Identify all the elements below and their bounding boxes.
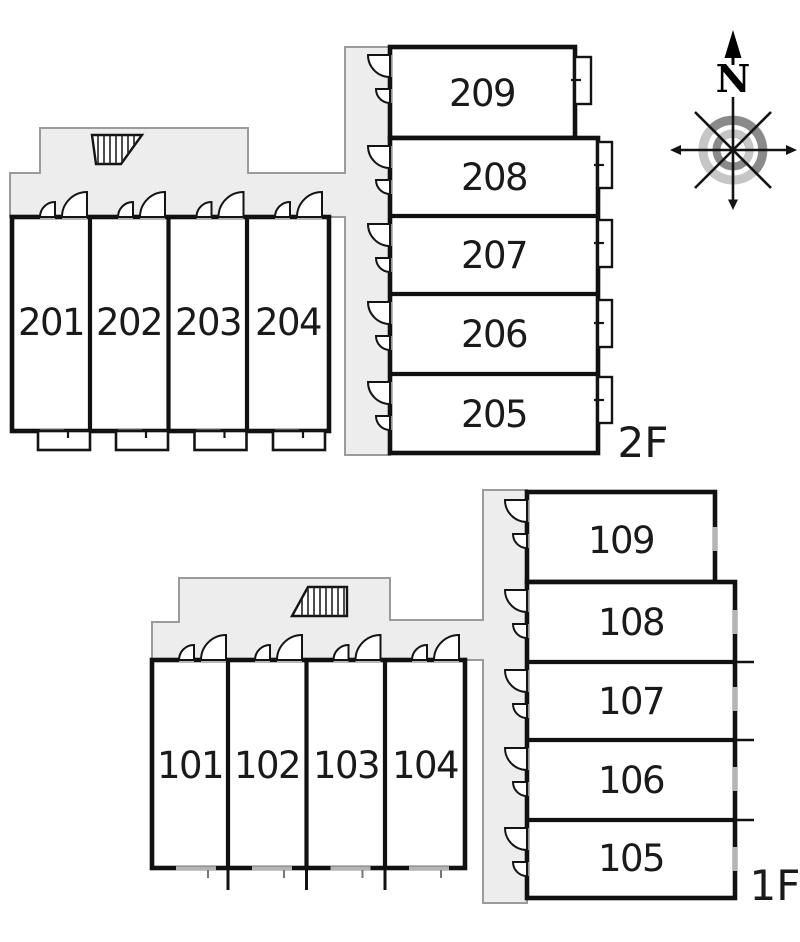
unit-label-101: 101 — [157, 744, 223, 787]
door-arc-icon — [366, 381, 391, 406]
door-arc-icon — [275, 633, 303, 661]
doors-1f-right — [503, 499, 529, 878]
unit-label-201: 201 — [18, 301, 84, 344]
unit-label-205: 205 — [461, 393, 527, 436]
unit-label-107: 107 — [598, 680, 664, 723]
floor-2f: 201 202 203 204 — [9, 44, 669, 467]
door-arc-icon — [199, 633, 227, 661]
balcony-tab — [271, 429, 327, 452]
door-arc-icon — [354, 633, 382, 661]
block-2f-right: 209 208 207 206 205 — [366, 44, 614, 456]
windows-1f-bottom — [176, 866, 449, 878]
unit-label-203: 203 — [175, 301, 241, 344]
door-arc-icon — [503, 589, 528, 614]
door-arc-icon — [366, 301, 391, 326]
unit-label-209: 209 — [449, 72, 515, 115]
window-tabs-2f — [571, 55, 614, 425]
block-2f-left: 201 202 203 204 — [9, 190, 332, 452]
block-1f-right: 109 108 107 106 105 — [503, 489, 754, 901]
door-arc-icon — [366, 145, 391, 170]
unit-label-105: 105 — [598, 837, 664, 880]
door-arc-icon — [374, 335, 391, 352]
unit-label-102: 102 — [234, 744, 300, 787]
door-arc-icon — [366, 223, 391, 248]
door-arc-icon — [511, 781, 528, 798]
door-arc-icon — [511, 861, 528, 878]
balcony-tab — [114, 429, 170, 452]
floor-label-1f: 1F — [750, 861, 800, 910]
corridor-1f — [151, 489, 528, 904]
door-arc-icon — [374, 257, 391, 274]
unit-label-207: 207 — [461, 234, 527, 277]
door-arc-icon — [295, 190, 323, 218]
door-arc-icon — [374, 179, 391, 196]
compass-rose-icon — [670, 97, 797, 210]
door-arc-icon — [511, 533, 528, 550]
doors-2f-left — [38, 190, 323, 219]
door-arc-icon — [273, 200, 291, 218]
floor-1f: 101 102 103 104 — [149, 489, 800, 910]
door-arc-icon — [432, 633, 460, 661]
door-arc-icon — [332, 643, 350, 661]
door-arc-icon — [116, 200, 134, 218]
door-arc-icon — [195, 200, 213, 218]
door-arc-icon — [60, 190, 88, 218]
door-arc-icon — [217, 190, 245, 218]
unit-label-108: 108 — [598, 601, 664, 644]
unit-label-202: 202 — [96, 301, 162, 344]
door-arc-icon — [511, 623, 528, 640]
door-arc-icon — [374, 88, 391, 105]
balcony-tab — [193, 429, 248, 452]
door-arc-icon — [374, 415, 391, 432]
block-1f-left: 101 102 103 104 — [149, 633, 468, 890]
door-arc-icon — [503, 499, 528, 524]
balconies-2f — [36, 429, 327, 452]
door-arc-icon — [38, 200, 56, 218]
doors-1f-left — [177, 633, 460, 662]
windows-1f-right — [712, 527, 738, 871]
door-arc-icon — [138, 190, 166, 218]
door-arc-icon — [511, 703, 528, 720]
unit-label-206: 206 — [461, 313, 527, 356]
door-arc-icon — [177, 643, 195, 661]
unit-label-104: 104 — [392, 744, 458, 787]
door-arc-icon — [253, 643, 271, 661]
unit-label-106: 106 — [598, 759, 664, 802]
balcony-tab — [36, 429, 92, 452]
north-label: N — [716, 56, 751, 101]
unit-label-208: 208 — [461, 156, 527, 199]
unit-label-109: 109 — [588, 519, 654, 562]
door-arc-icon — [503, 747, 528, 772]
door-arc-icon — [503, 669, 528, 694]
door-arc-icon — [410, 643, 428, 661]
north-arrow-icon — [724, 30, 742, 65]
door-arc-icon — [366, 54, 391, 79]
compass: N — [670, 30, 797, 210]
unit-label-103: 103 — [313, 744, 379, 787]
floor-label-2f: 2F — [618, 418, 669, 467]
doors-2f-right — [366, 54, 392, 432]
door-arc-icon — [503, 827, 528, 852]
unit-label-204: 204 — [255, 301, 321, 344]
